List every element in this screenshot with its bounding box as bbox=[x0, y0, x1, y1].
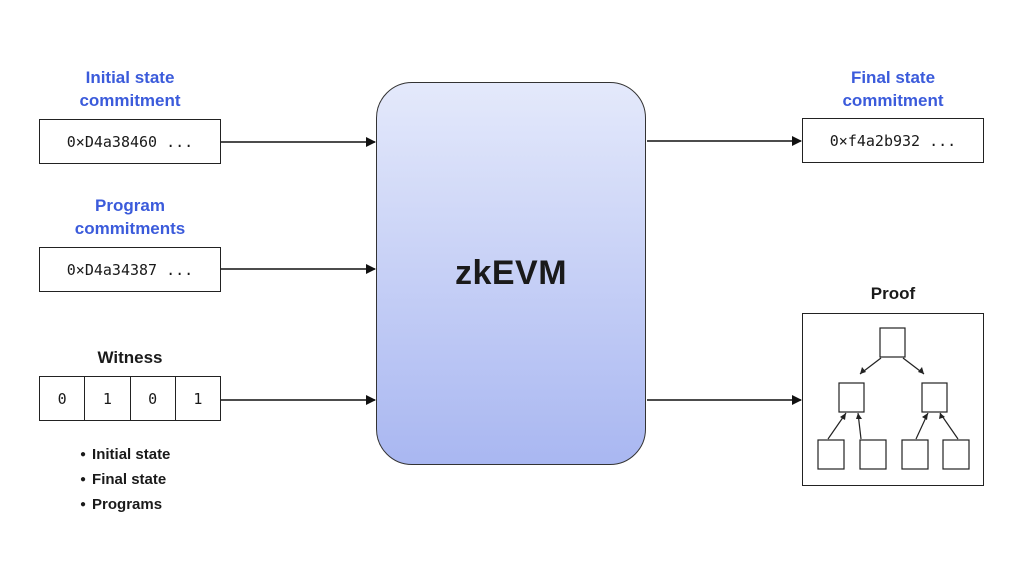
tree-node bbox=[879, 327, 906, 358]
proof-box bbox=[802, 313, 984, 486]
list-item: Initial state bbox=[80, 443, 170, 468]
merkle-tree-icon bbox=[817, 327, 970, 470]
witness-bit: 0 bbox=[40, 377, 86, 420]
initial-state-commitment-label: Initial state commitment bbox=[79, 68, 181, 110]
list-item: Final state bbox=[80, 468, 170, 493]
list-item: Programs bbox=[80, 493, 170, 518]
program-commitments-value: 0×D4a34387 ... bbox=[39, 247, 221, 292]
witness-bit: 0 bbox=[131, 377, 176, 420]
tree-node bbox=[817, 439, 845, 470]
zkevm-label: zkEVM bbox=[454, 254, 568, 292]
witness-bit: 1 bbox=[193, 389, 203, 408]
program-commitments-label: Program commitments bbox=[74, 196, 186, 238]
zkevm-block: zkEVM bbox=[376, 82, 646, 465]
proof-label: Proof bbox=[870, 284, 916, 303]
initial-state-commitment-value: 0×D4a38460 ... bbox=[39, 119, 221, 164]
final-state-commitment-value: 0×f4a2b932 ... bbox=[802, 118, 984, 163]
tree-node bbox=[921, 382, 948, 413]
tree-node bbox=[901, 439, 929, 470]
witness-bits: 0 1 0 1 bbox=[39, 376, 221, 421]
witness-bit: 1 bbox=[85, 377, 131, 420]
final-state-commitment-label: Final state commitment bbox=[842, 68, 944, 110]
witness-label: Witness bbox=[97, 348, 163, 367]
witness-contents-list: Initial state Final state Programs bbox=[80, 443, 170, 518]
tree-node bbox=[838, 382, 865, 413]
tree-node bbox=[859, 439, 887, 470]
tree-node bbox=[942, 439, 970, 470]
